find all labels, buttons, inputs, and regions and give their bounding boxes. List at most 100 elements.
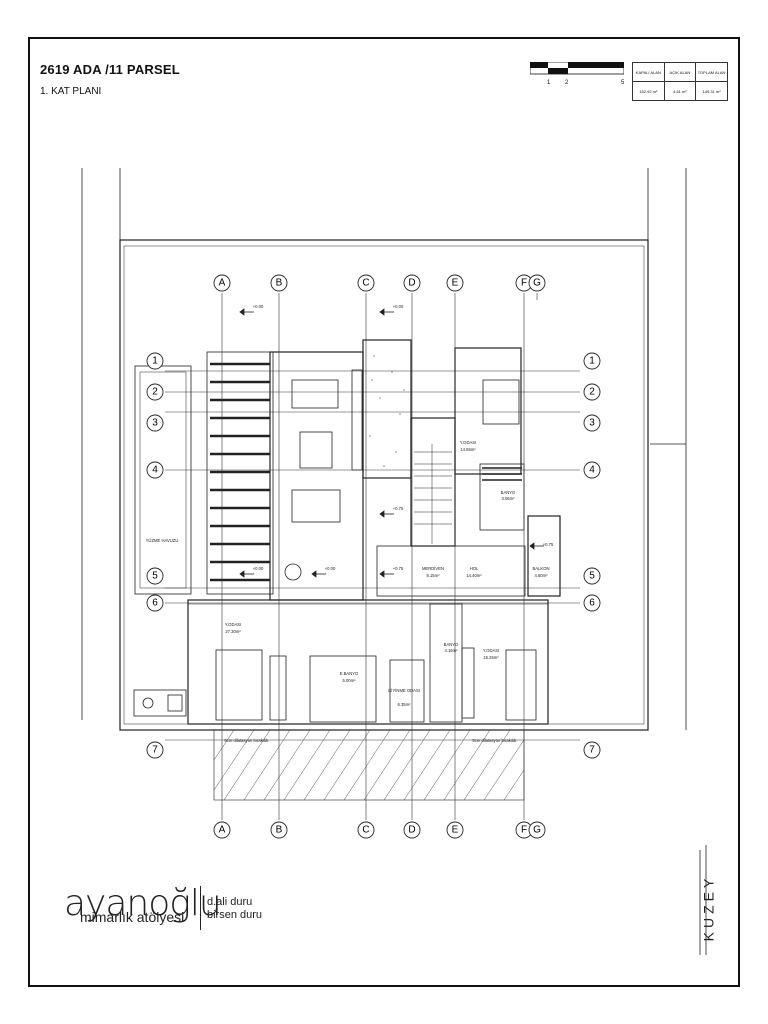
room-bath-north-name: BANYO (501, 490, 516, 495)
room-stair-name: MERDİVEN (422, 566, 444, 571)
level-marker-5: +0.75 (543, 542, 554, 547)
brand-subtitle: mimarlık atölyesi (80, 909, 185, 925)
grid-row-right-6: 6 (589, 598, 595, 609)
grid-row-left-1: 1 (152, 356, 158, 367)
level-marker-6: +0.00 (325, 566, 336, 571)
pergola-frame (206, 351, 274, 595)
room-bed-sw-name: Y.ODASI (225, 622, 241, 627)
room-bath-north-area: 3.06m² (501, 496, 515, 501)
table (299, 431, 333, 469)
designer-2: birsen duru (207, 909, 263, 921)
ensuite (309, 655, 377, 723)
area-summary-table: KAPALI ALAN AÇIK ALAN TOPLAM ALAN 152.92… (632, 62, 728, 101)
room-bed-sw-area: 27.30m² (225, 629, 241, 634)
south-wing (187, 599, 549, 725)
area-value-total: 149.31 m² (695, 81, 728, 101)
grid-row-right-4: 4 (589, 465, 595, 476)
parcel-inner (123, 245, 645, 725)
bedroom-north (454, 347, 522, 475)
grid-col-bottom-C: C (362, 825, 369, 836)
hall (376, 545, 526, 597)
living-room (269, 351, 364, 601)
bed-southwest (215, 649, 263, 721)
room-ensuite-name: E.BANYO (340, 671, 359, 676)
sheet-subtitle: 1. KAT PLANI (40, 86, 102, 97)
bath-south (429, 603, 463, 723)
designer-names: d.ali duru birsen duru (207, 896, 262, 922)
logo-separator (200, 886, 201, 930)
brand-logo: ayanoğlu (64, 883, 222, 924)
sofa (291, 489, 341, 523)
bed-southeast (505, 649, 537, 721)
room-dressing-area: 6.35m² (397, 702, 411, 707)
level-marker-2: +0.00 (393, 304, 404, 309)
grid-row-right-2: 2 (589, 387, 595, 398)
stair-core (410, 417, 456, 547)
area-value-open: 4.61 m² (663, 81, 697, 101)
room-bed-se-name: Y.ODASI (483, 648, 499, 653)
dressing (389, 659, 425, 723)
north-arrow-icon (699, 845, 707, 955)
room-hall-name: HOL (470, 566, 479, 571)
room-hall-area: 14.40m² (466, 573, 482, 578)
scale-label-1: 1 (547, 80, 551, 86)
level-marker-4: +0.75 (393, 566, 404, 571)
grid-row-left-3: 3 (152, 418, 158, 429)
room-balcony-name: BALKON (533, 566, 550, 571)
balcony (527, 515, 561, 597)
wardrobe-se (461, 647, 475, 719)
outdoor-unit (133, 689, 187, 717)
note-dilatation-right: 5cm dilatasyon bırakıldı. (472, 738, 517, 743)
grid-row-right-3: 3 (589, 418, 595, 429)
grid-col-bottom-D: D (408, 825, 415, 836)
grid-col-top-C: C (362, 278, 369, 289)
light-well (362, 339, 412, 479)
grid-row-right-7: 7 (589, 745, 595, 756)
grid-col-top-E: E (452, 278, 459, 289)
room-pool-name: YÜZME HAVUZU (146, 538, 179, 543)
drawing-sheet-border (28, 37, 740, 987)
grid-row-left-4: 4 (152, 465, 158, 476)
grid-row-left-6: 6 (152, 598, 158, 609)
room-bed-north-name: Y.ODASI (460, 440, 476, 445)
note-dilatation-left: 5cm dilatasyon bırakıldı. (224, 738, 269, 743)
level-marker-3: +0.75 (393, 506, 404, 511)
area-header-total: TOPLAM ALAN (695, 62, 728, 82)
room-balcony-area: 4.60m² (534, 573, 548, 578)
room-ensuite-area: 5.00m² (342, 678, 356, 683)
room-bed-se-area: 15.25m² (483, 655, 499, 660)
bed-north (482, 379, 520, 425)
sheet-title: 2619 ADA /11 PARSEL (40, 62, 180, 77)
room-bath-south-area: 4.16m² (444, 648, 458, 653)
grid-row-left-2: 2 (152, 387, 158, 398)
area-value-closed: 152.92 m² (632, 81, 665, 101)
grid-col-bottom-G: G (533, 825, 541, 836)
grid-col-top-B: B (276, 278, 283, 289)
room-dressing-name: GİYİNME ODASI (388, 688, 420, 693)
grid-row-left-5: 5 (152, 571, 158, 582)
pool-outer (134, 365, 192, 595)
scale-label-2: 2 (565, 80, 569, 86)
scale-label-5: 5 (621, 80, 625, 86)
level-marker-1: +0.00 (253, 304, 264, 309)
level-marker-7: +0.00 (253, 566, 264, 571)
grid-col-bottom-A: A (219, 825, 226, 836)
room-bath-south-name: BANYO (444, 642, 459, 647)
grid-col-top-F: F (521, 278, 527, 289)
designer-1: d.ali duru (207, 896, 253, 908)
plant (284, 563, 302, 581)
grid-col-top-D: D (408, 278, 415, 289)
pool-inner (139, 371, 187, 589)
grid-col-top-G: G (533, 278, 541, 289)
room-bed-north-area: 14.55m² (460, 447, 476, 452)
grid-row-right-1: 1 (589, 356, 595, 367)
wardrobe-sw (269, 655, 287, 721)
cabinet (351, 369, 363, 471)
room-stair-area: 8.15m² (426, 573, 440, 578)
grid-row-right-5: 5 (589, 571, 595, 582)
grid-col-bottom-F: F (521, 825, 527, 836)
grid-col-top-A: A (219, 278, 226, 289)
sofa-top (291, 379, 339, 409)
grid-col-bottom-B: B (276, 825, 283, 836)
